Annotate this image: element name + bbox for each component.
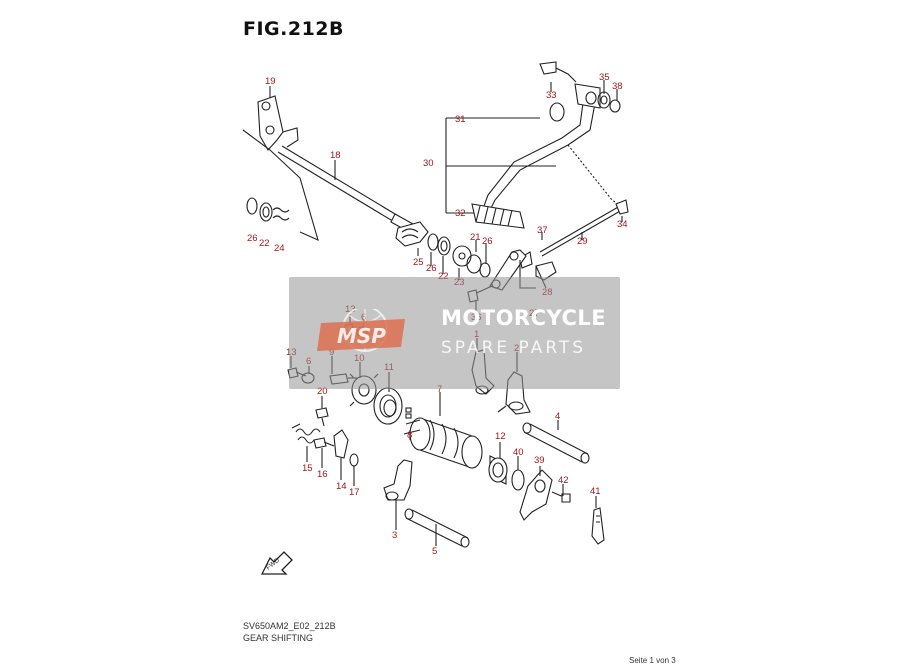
- watermark-logo-icon: MSP: [317, 309, 405, 352]
- callout-14: 14: [336, 481, 347, 492]
- callout-17: 17: [349, 487, 360, 498]
- callout-38: 38: [612, 81, 623, 92]
- callout-30: 30: [423, 158, 434, 169]
- part-fork-shaft-5[interactable]: [404, 508, 470, 548]
- callout-32: 32: [455, 208, 466, 219]
- callout-22: 22: [438, 271, 449, 282]
- part-washers-right[interactable]: [427, 233, 491, 278]
- part-bolt-16[interactable]: [313, 437, 335, 449]
- part-washer-40[interactable]: [511, 469, 525, 491]
- callout-26: 26: [247, 233, 258, 244]
- callout-22: 22: [259, 238, 270, 249]
- callout-8: 8: [407, 430, 412, 441]
- callout-7: 7: [437, 384, 442, 395]
- callout-19: 19: [265, 76, 276, 87]
- callout-16: 16: [317, 469, 328, 480]
- watermark-banner: MSP MOTORCYCLE SPARE PARTS: [289, 277, 620, 389]
- part-cam-plate[interactable]: [519, 469, 571, 521]
- callout-25: 25: [413, 257, 424, 268]
- callout-20: 20: [317, 386, 328, 397]
- callout-21: 21: [470, 232, 481, 243]
- callout-3: 3: [392, 530, 397, 541]
- part-needle-bearing[interactable]: [488, 455, 508, 485]
- callout-35: 35: [599, 72, 610, 83]
- callout-31: 31: [455, 114, 466, 125]
- callout-34: 34: [617, 219, 628, 230]
- part-return-spring[interactable]: [395, 221, 429, 247]
- part-fork-shaft-4[interactable]: [522, 422, 590, 464]
- part-washers-left[interactable]: [246, 197, 290, 222]
- drawing-code: SV650AM2_E02_212B: [243, 621, 336, 631]
- figure-title: FIG.212B: [243, 18, 345, 40]
- part-stopper-spring[interactable]: [291, 423, 321, 444]
- callout-5: 5: [432, 546, 437, 557]
- callout-33: 33: [546, 90, 557, 101]
- callout-15: 15: [302, 463, 313, 474]
- callout-40: 40: [513, 447, 524, 458]
- callout-18: 18: [330, 150, 341, 161]
- diagram-caption: GEAR SHIFTING: [243, 633, 314, 643]
- part-bolt-20[interactable]: [315, 407, 329, 427]
- callout-42: 42: [558, 475, 569, 486]
- part-pin-41[interactable]: [591, 507, 605, 545]
- part-footrest-rubber[interactable]: [471, 203, 525, 229]
- watermark-badge-text: MSP: [337, 324, 386, 348]
- callout-41: 41: [590, 486, 601, 497]
- fwd-arrow-icon: [260, 551, 293, 575]
- part-shift-fork-3[interactable]: [383, 459, 413, 501]
- callout-4: 4: [555, 411, 560, 422]
- callout-37: 37: [537, 225, 548, 236]
- part-bearing[interactable]: [373, 387, 403, 425]
- part-shift-lever[interactable]: [483, 61, 621, 211]
- part-washer-17[interactable]: [349, 453, 359, 467]
- callout-12: 12: [495, 431, 506, 442]
- page-indicator: Seite 1 von 3: [629, 656, 676, 665]
- part-shift-arm[interactable]: [257, 95, 299, 151]
- part-shift-cam[interactable]: [403, 407, 483, 469]
- callout-29: 29: [577, 236, 588, 247]
- callout-24: 24: [274, 243, 285, 254]
- callout-26: 26: [426, 263, 437, 274]
- callout-39: 39: [534, 455, 545, 466]
- watermark-line1: MOTORCYCLE: [441, 306, 607, 330]
- callout-26: 26: [482, 236, 493, 247]
- watermark-line2: SPARE PARTS: [441, 338, 587, 358]
- part-stopper-14[interactable]: [333, 429, 349, 459]
